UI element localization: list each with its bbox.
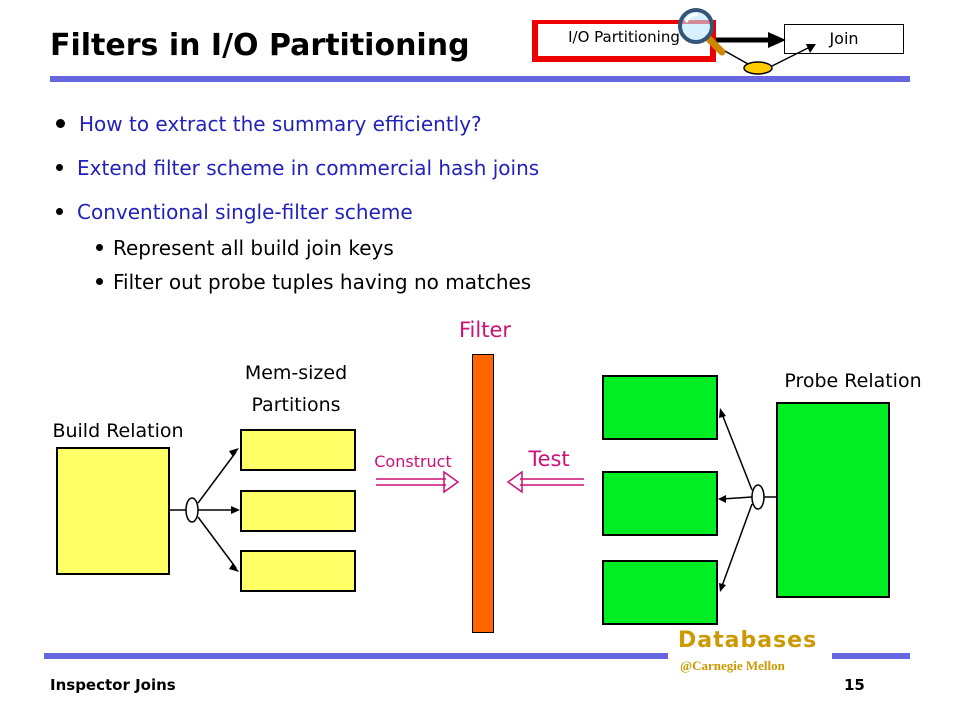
probe-relation-box xyxy=(776,402,890,598)
magnifier-icon xyxy=(678,8,726,56)
mem-partitions-label-line2: Partitions xyxy=(251,394,341,416)
footer-title: Inspector Joins xyxy=(50,676,176,694)
filter-bar xyxy=(472,354,494,633)
bullet-2: Extend filter scheme in commercial hash … xyxy=(56,156,539,180)
brand-name: Databases xyxy=(678,628,818,653)
probe-partition-box-3 xyxy=(602,560,718,625)
build-relation-label: Build Relation xyxy=(52,420,184,442)
nav-arrows xyxy=(715,32,816,75)
bullet-dot xyxy=(96,244,103,251)
mem-partitions-label-line1: Mem-sized xyxy=(244,362,348,384)
filter-label: Filter xyxy=(458,318,511,342)
bullet-3: Conventional single-filter scheme xyxy=(56,200,413,224)
probe-partition-box-1 xyxy=(602,375,718,440)
slide-title: Filters in I/O Partitioning xyxy=(50,28,470,63)
page-number: 15 xyxy=(844,676,865,694)
header-rule xyxy=(50,76,910,82)
bullet-1: How to extract the summary efficiently? xyxy=(56,112,482,136)
nav-current-label: I/O Partitioning xyxy=(538,24,710,56)
probe-partition-box-2 xyxy=(602,471,718,536)
bullet-dot xyxy=(56,164,63,171)
bullet-dot xyxy=(96,278,103,285)
sub-bullet-2: Filter out probe tuples having no matche… xyxy=(96,270,531,294)
probe-relation-label: Probe Relation xyxy=(784,370,922,392)
footer-rule xyxy=(44,653,910,659)
partition-box-2 xyxy=(240,490,356,532)
test-label: Test xyxy=(528,447,570,471)
bullet-dot xyxy=(56,119,65,128)
build-relation-box xyxy=(56,447,170,575)
partition-box-3 xyxy=(240,550,356,592)
partition-box-1 xyxy=(240,429,356,471)
brand-block: Databases @Carnegie Mellon xyxy=(668,628,832,680)
bullet-dot xyxy=(56,208,63,215)
brand-subtitle: @Carnegie Mellon xyxy=(680,658,785,673)
nav-next-label: Join xyxy=(784,24,904,54)
construct-label: Construct xyxy=(374,452,452,471)
sub-bullet-1: Represent all build join keys xyxy=(96,236,394,260)
